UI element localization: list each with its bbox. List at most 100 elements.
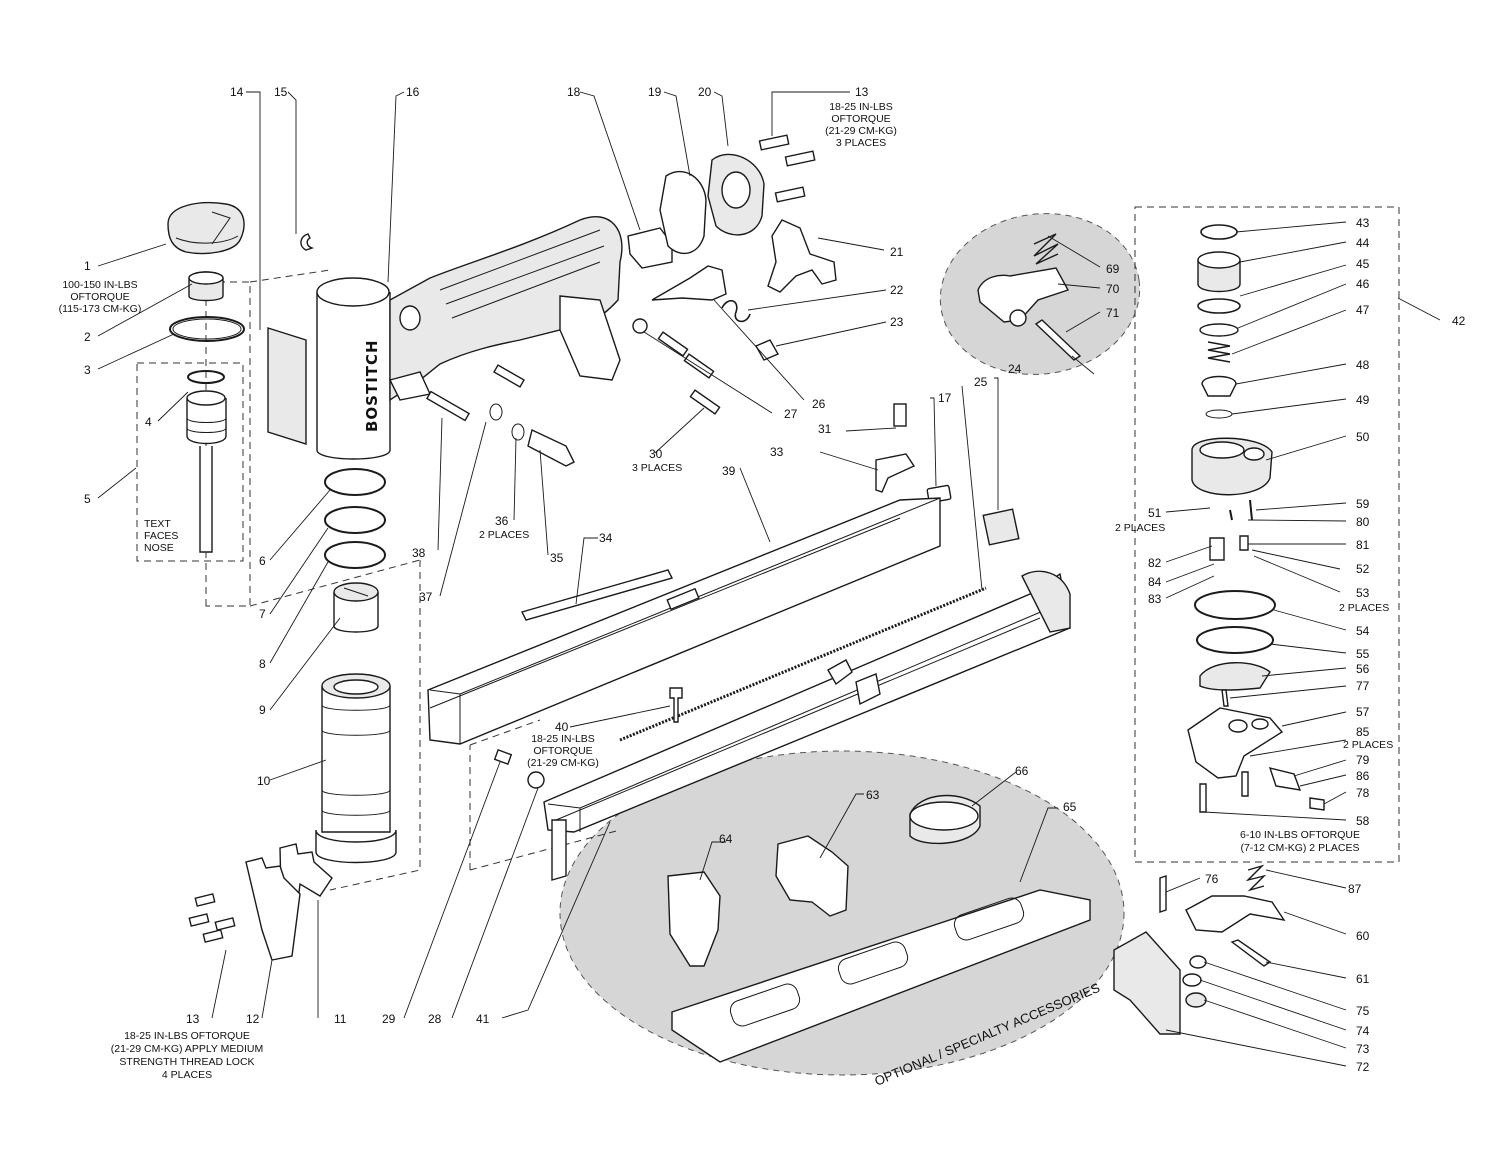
label-35: 35	[550, 551, 564, 565]
label-5: 5	[84, 492, 91, 506]
label-41: 41	[476, 1012, 490, 1026]
washer-part-28	[527, 771, 545, 789]
accessories-zone	[559, 750, 1125, 1076]
label-37: 37	[419, 590, 433, 604]
leader-lines	[97, 91, 1441, 1067]
piston-driver-part-5	[186, 390, 227, 553]
label-76: 76	[1205, 872, 1219, 886]
note-torque-13-top-l4: 3 PLACES	[836, 137, 886, 149]
label-47: 47	[1356, 303, 1370, 317]
o-ring-part-37	[489, 403, 503, 421]
note-51: 2 PLACES	[1115, 522, 1165, 534]
valve-stem-part-35	[527, 429, 575, 467]
torque-notes: 100-150 IN-LBS OFTORQUE (115-173 CM-KG) …	[59, 101, 1360, 1081]
pusher-part	[855, 673, 881, 706]
note-torque-58-l1: 6-10 IN-LBS OFTORQUE	[1240, 829, 1360, 841]
pin-part-23	[755, 339, 779, 361]
label-74: 74	[1356, 1024, 1370, 1038]
clip-part-15	[300, 233, 315, 251]
note-torque-40-l2: OFTORQUE	[533, 745, 592, 757]
label-77: 77	[1356, 679, 1370, 693]
label-22: 22	[890, 283, 904, 297]
note-text-faces-nose-l2: FACES	[144, 530, 178, 542]
label-40: 40	[555, 720, 569, 734]
label-13a: 13	[855, 85, 869, 99]
label-87: 87	[1348, 882, 1362, 896]
label-71: 71	[1106, 306, 1120, 320]
valve-stack	[1187, 224, 1325, 813]
note-36: 2 PLACES	[479, 529, 529, 541]
label-28: 28	[428, 1012, 442, 1026]
label-72: 72	[1356, 1060, 1370, 1074]
label-85: 85	[1356, 725, 1370, 739]
note-torque-40-l3: (21-29 CM-KG)	[527, 757, 599, 769]
label-61: 61	[1356, 972, 1370, 986]
label-36: 36	[495, 514, 509, 528]
label-19: 19	[648, 85, 662, 99]
note-torque-13-top-l3: (21-29 CM-KG)	[825, 125, 897, 137]
bushing-part-29	[493, 749, 513, 765]
o-ring-part-7	[324, 506, 386, 534]
nose-assembly	[1113, 864, 1286, 1035]
pin-part-38	[425, 390, 471, 422]
label-4: 4	[145, 415, 152, 429]
screw-part-31	[893, 403, 907, 427]
note-30: 3 PLACES	[632, 462, 682, 474]
label-17: 17	[938, 391, 952, 405]
label-65: 65	[1063, 800, 1077, 814]
note-torque-13-top-l2: OFTORQUE	[831, 113, 890, 125]
label-9: 9	[259, 703, 266, 717]
label-43: 43	[1356, 216, 1370, 230]
accessory-part-63	[775, 835, 849, 917]
label-39: 39	[722, 464, 736, 478]
label-29: 29	[382, 1012, 396, 1026]
spring-part-22	[721, 300, 751, 323]
head-cap-part-20	[707, 153, 765, 236]
spacer-part-18	[627, 227, 673, 269]
o-ring-part-3	[169, 316, 245, 342]
screws-part-13-top	[758, 134, 816, 203]
label-66: 66	[1015, 764, 1029, 778]
label-24: 24	[1008, 362, 1022, 376]
note-53: 2 PLACES	[1339, 602, 1389, 614]
accessory-parts	[667, 794, 1091, 1063]
accessory-part-64	[667, 871, 721, 967]
label-59: 59	[1356, 497, 1370, 511]
label-50: 50	[1356, 430, 1370, 444]
label-16: 16	[406, 85, 420, 99]
cylinder-part-10	[315, 673, 397, 864]
label-55: 55	[1356, 647, 1370, 661]
bumper-part-9	[333, 582, 379, 633]
label-10: 10	[257, 774, 271, 788]
label-69: 69	[1106, 262, 1120, 276]
label-80: 80	[1356, 515, 1370, 529]
label-7: 7	[259, 607, 266, 621]
o-ring-part-36	[511, 423, 525, 441]
latch-assembly-69-71	[977, 233, 1082, 361]
label-64: 64	[719, 832, 733, 846]
note-torque-13-bottom-l1: 18-25 IN-LBS OFTORQUE	[124, 1030, 250, 1042]
label-70: 70	[1106, 282, 1120, 296]
label-60: 60	[1356, 929, 1370, 943]
nut-part-27	[632, 318, 648, 334]
label-84: 84	[1148, 575, 1162, 589]
label-81: 81	[1356, 538, 1370, 552]
note-85: 2 PLACES	[1343, 739, 1393, 751]
label-26: 26	[812, 397, 826, 411]
label-54: 54	[1356, 624, 1370, 638]
label-83: 83	[1148, 592, 1162, 606]
label-57: 57	[1356, 705, 1370, 719]
label-33: 33	[770, 445, 784, 459]
accessory-plate-part-65	[671, 889, 1091, 1063]
pin-part-71	[1034, 319, 1082, 361]
brand-text: BOSTITCH	[363, 339, 381, 432]
label-15: 15	[274, 85, 288, 99]
label-11: 11	[334, 1012, 347, 1026]
gasket-part-14	[267, 327, 307, 445]
label-31: 31	[818, 422, 832, 436]
label-53: 53	[1356, 586, 1370, 600]
label-20: 20	[698, 85, 712, 99]
label-3: 3	[84, 363, 91, 377]
drive-piston-box	[136, 362, 244, 562]
trigger-part-21	[767, 219, 837, 293]
